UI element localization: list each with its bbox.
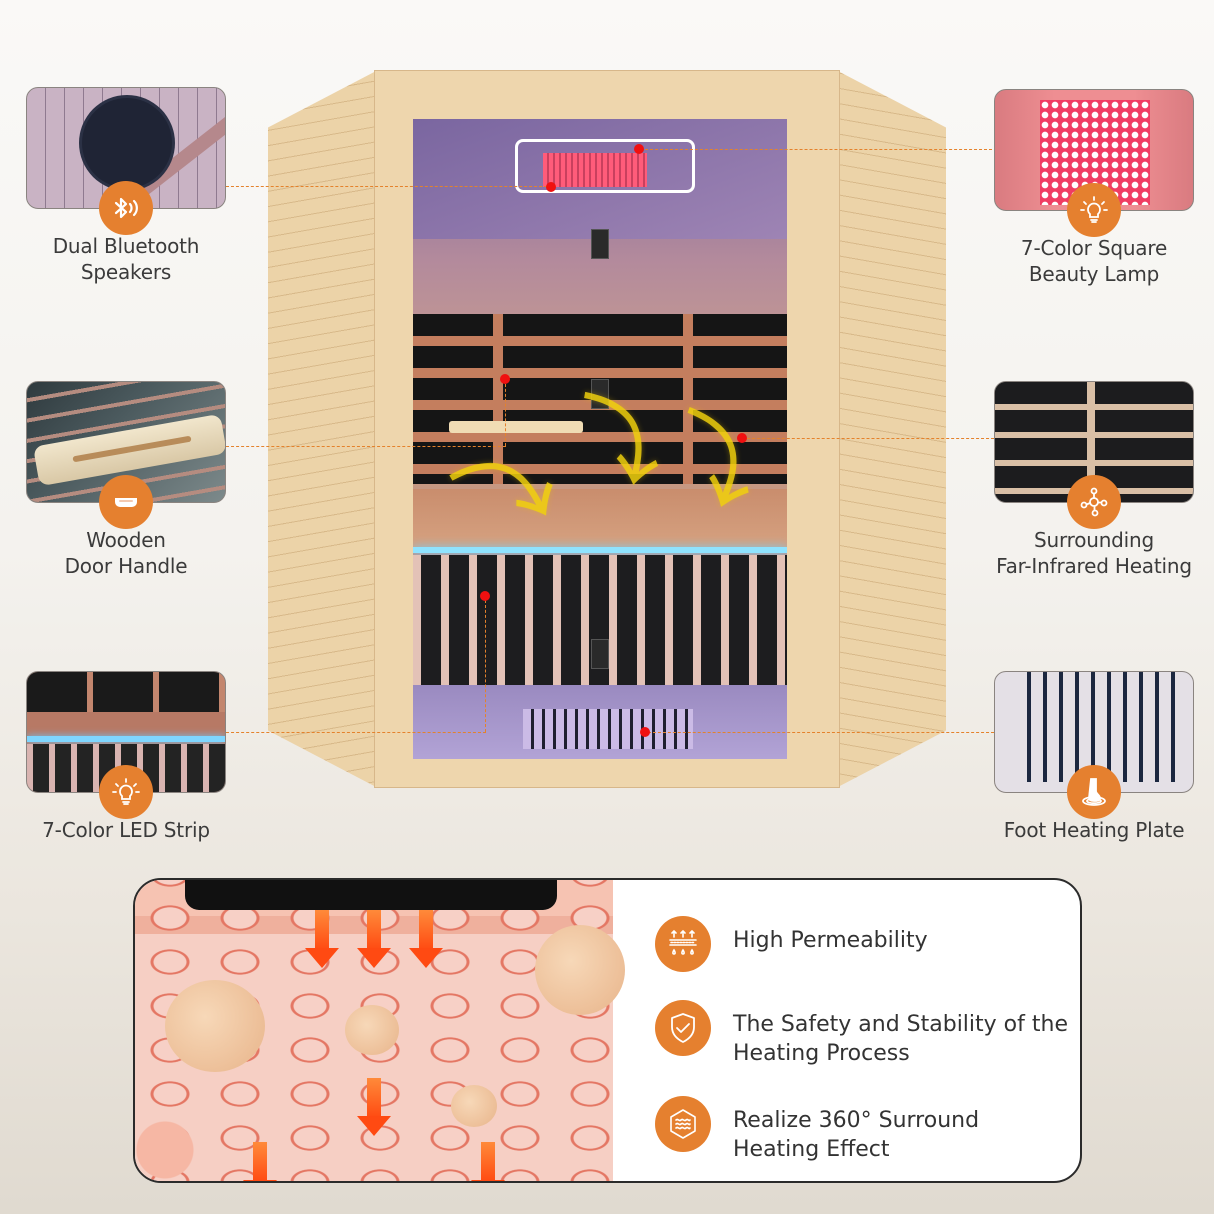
feature-far-infrared-heating: Surrounding Far-Infrared Heating xyxy=(994,381,1194,579)
door-handle-shelf xyxy=(449,421,583,433)
benefits-card: High Permeability The Safety and Stabili… xyxy=(133,878,1082,1183)
ceiling-lamp xyxy=(515,139,695,193)
marker-far-infrared xyxy=(737,433,747,443)
sauna-illustration: ⤵ ⤵ ⤵ xyxy=(268,70,946,788)
benefit-label: High Permeability xyxy=(733,928,928,953)
sauna-front-frame: ⤵ ⤵ ⤵ xyxy=(374,70,840,788)
sauna-interior: ⤵ ⤵ ⤵ xyxy=(413,119,787,759)
feature-label: 7-Color Square Beauty Lamp xyxy=(1020,236,1168,286)
benefit-label: The Safety and Stability of the Heating … xyxy=(733,1012,1068,1066)
benefit-label: Realize 360° Surround Heating Effect xyxy=(733,1108,980,1162)
shield-check-icon xyxy=(655,1000,711,1056)
surround-heat-icon xyxy=(655,1096,711,1152)
permeability-icon xyxy=(655,916,711,972)
foot-heat-icon xyxy=(1067,765,1121,819)
marker-door-handle xyxy=(500,374,510,384)
feature-wooden-door-handle: Wooden Door Handle xyxy=(26,381,226,579)
led-strip xyxy=(413,547,787,553)
feature-label: Wooden Door Handle xyxy=(64,528,188,578)
sauna-left-wall xyxy=(268,70,378,788)
marker-foot-plate xyxy=(640,727,650,737)
feature-bluetooth-speakers: Dual Bluetooth Speakers xyxy=(26,87,226,285)
light-bulb-icon xyxy=(99,765,153,819)
molecule-icon xyxy=(1067,475,1121,529)
benefit-item: Realize 360° Surround Heating Effect xyxy=(655,1096,1075,1164)
feature-led-strip: 7-Color LED Strip xyxy=(26,671,226,843)
skin-penetration-illustration xyxy=(135,880,625,1181)
benefit-item: The Safety and Stability of the Heating … xyxy=(655,1000,1075,1068)
handle-icon xyxy=(99,475,153,529)
marker-speakers xyxy=(546,182,556,192)
benefits-list: High Permeability The Safety and Stabili… xyxy=(655,916,1075,1181)
feature-label: Foot Heating Plate xyxy=(1003,818,1185,842)
marker-led-strip xyxy=(480,591,490,601)
feature-beauty-lamp: 7-Color Square Beauty Lamp xyxy=(994,89,1194,287)
feature-label: Dual Bluetooth Speakers xyxy=(52,234,200,284)
foot-heating-grate xyxy=(523,709,693,749)
sauna-right-wall xyxy=(836,70,946,788)
feature-label: 7-Color LED Strip xyxy=(42,818,210,842)
light-bulb-icon xyxy=(1067,183,1121,237)
feature-label: Surrounding Far-Infrared Heating xyxy=(996,528,1192,578)
speaker-thumbnail xyxy=(26,87,226,209)
heat-flow-arrow-icon: ⤵ xyxy=(564,383,672,504)
benefit-item: High Permeability xyxy=(655,916,1075,972)
led-strip-thumbnail xyxy=(26,671,226,793)
bluetooth-speaker-icon xyxy=(99,181,153,235)
feature-foot-heating-plate: Foot Heating Plate xyxy=(994,671,1194,843)
marker-beauty-lamp xyxy=(634,144,644,154)
